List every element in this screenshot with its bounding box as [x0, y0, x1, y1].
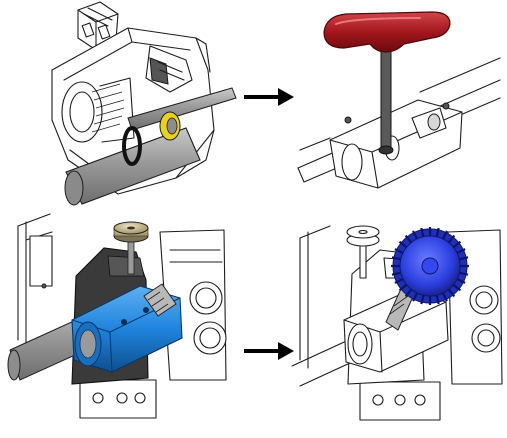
- arrow-right-icon: [244, 88, 294, 106]
- step-4-blue-gear: [291, 225, 503, 421]
- gear-tooth: [394, 248, 404, 254]
- gear-tooth: [394, 278, 404, 284]
- gear-tooth: [435, 227, 440, 237]
- step-1-cutaway-clamp: [51, 1, 237, 206]
- yellow-ring: [159, 111, 181, 141]
- gear-tooth: [391, 256, 401, 261]
- black-oring: [122, 126, 142, 166]
- gear-tooth: [435, 295, 440, 305]
- gear-tooth: [398, 283, 408, 292]
- gear-tooth: [398, 240, 408, 249]
- red-t-handle: [323, 11, 451, 53]
- gear-tooth: [447, 288, 456, 298]
- step-2-t-handle-wrench: [297, 11, 501, 189]
- gear-tooth: [412, 292, 418, 302]
- gear-tooth: [459, 256, 469, 261]
- gear-tooth: [442, 230, 448, 240]
- gear-tooth: [452, 283, 462, 292]
- gear-tooth: [459, 271, 469, 276]
- gear-tooth: [420, 227, 425, 237]
- step-3-blue-clamp: [7, 213, 227, 419]
- shaft-rod: [127, 87, 237, 131]
- gear-tooth: [447, 234, 456, 244]
- wrench-shaft: [380, 49, 392, 149]
- machine-frame: [299, 225, 331, 369]
- threaded-bore: [61, 81, 103, 143]
- gear-tooth: [456, 278, 466, 284]
- gear-tooth: [391, 271, 401, 276]
- gear-tooth: [442, 292, 448, 302]
- blue-gear: [391, 227, 469, 305]
- gear-tooth: [412, 230, 418, 240]
- gear-tooth: [452, 240, 462, 249]
- grey-fitting: [143, 283, 177, 317]
- adjuster-knob: [113, 221, 149, 275]
- machine-frame: [17, 213, 53, 347]
- gear-tooth: [404, 234, 413, 244]
- arrow-right-icon: [244, 342, 294, 360]
- gear-tooth: [404, 288, 413, 298]
- gear-tooth: [420, 295, 425, 305]
- gear-tooth: [456, 248, 466, 254]
